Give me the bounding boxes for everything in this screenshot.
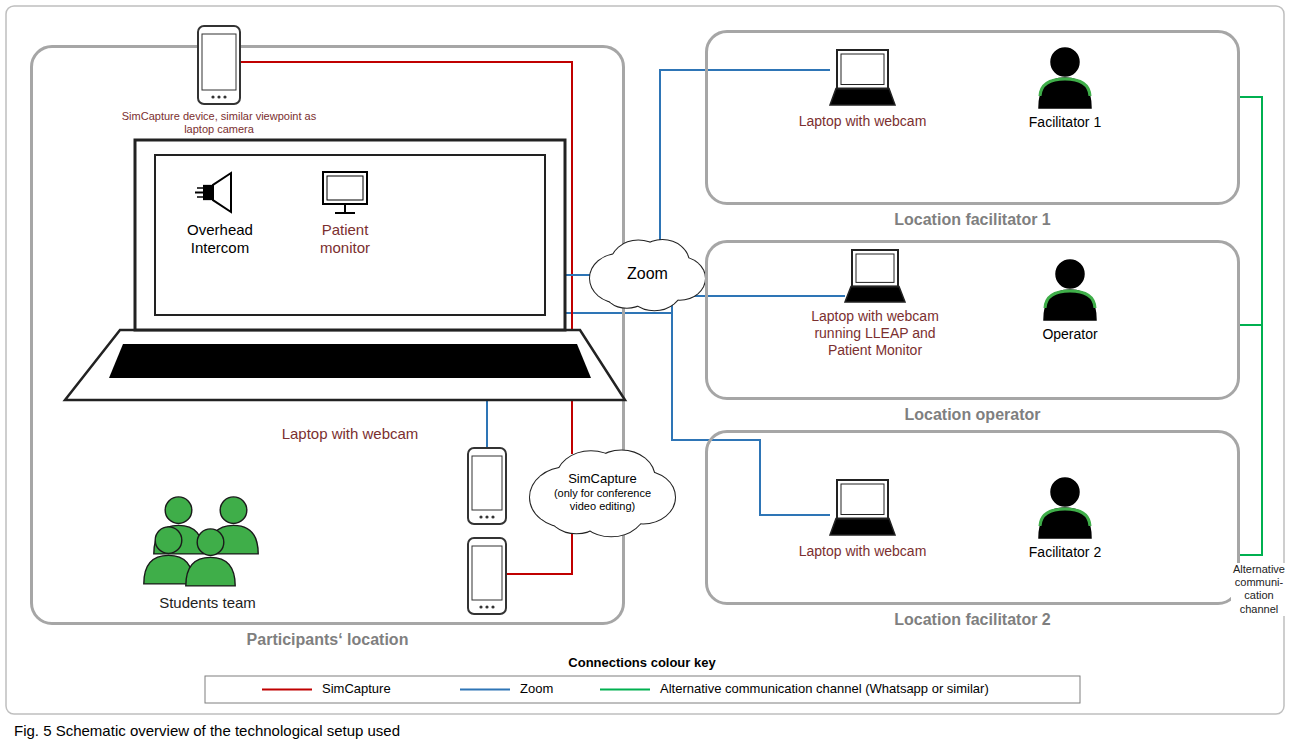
legend-text: Alternative communication channel (Whats… (660, 681, 989, 697)
cloud-service: SimCapture(only for conference video edi… (530, 448, 675, 536)
person-icon: Facilitator 1 (1035, 46, 1095, 108)
caption-holder: Fig. 5 Schematic overview of the technol… (14, 722, 400, 740)
legend-frame (205, 676, 1080, 703)
edge-label-holder: Alternative communi- cation channel (1231, 563, 1287, 616)
text-holder: SimCapture device, similar viewpoint as … (114, 110, 324, 136)
connector (672, 296, 830, 515)
node-label: Students team (128, 594, 288, 612)
legend-entry: Zoom (520, 681, 553, 697)
intercom-icon: Overhead Intercom (195, 170, 245, 215)
connector (1240, 325, 1262, 555)
team-icon-graphic (140, 495, 275, 590)
location-heading: Location operator (705, 405, 1240, 424)
node-label: Laptop with webcam running LLEAP and Pat… (795, 308, 955, 358)
phone-icon (468, 538, 506, 614)
simcapture-wire (506, 534, 572, 574)
laptop-device: Laptop with webcam (830, 480, 895, 535)
node-label: Overhead Intercom (175, 221, 265, 257)
person-icon: Facilitator 2 (1035, 476, 1095, 538)
figure-frame (6, 6, 1284, 714)
legend-title: Connections colour key (442, 655, 842, 671)
text-holder: Location facilitator 1 (705, 210, 1240, 229)
node-label: Laptop with webcam (230, 425, 470, 443)
connector (1240, 97, 1262, 325)
cloud-service: Zoom (590, 238, 705, 310)
location-box: Laptop with webcamFacilitator 1Location … (705, 30, 1240, 205)
phone-device: SimCapture device, similar viewpoint as … (198, 26, 240, 104)
node-label: (only for conference video editing) (544, 487, 662, 513)
phone-icon (468, 448, 506, 524)
text-holder: Laptop with webcam (778, 113, 948, 130)
location-box: SimCapture device, similar viewpoint as … (30, 45, 625, 625)
legend-swatch (600, 689, 650, 691)
text-holder: Laptop with webcam (230, 425, 470, 443)
laptop-device-graphic (830, 480, 895, 535)
text-holder: Zoom (590, 238, 705, 310)
node-label: Operator (1010, 326, 1130, 343)
text-holder: Facilitator 1 (1005, 114, 1125, 131)
text-holder: Laptop with webcam running LLEAP and Pat… (795, 308, 955, 358)
laptop-device: Laptop with webcam running LLEAP and Pat… (845, 250, 905, 302)
node-label: Zoom (627, 264, 668, 283)
monitor-icon-graphic (320, 170, 370, 215)
node-label: Facilitator 2 (1005, 544, 1125, 561)
phone-device-graphic (198, 26, 240, 104)
monitor-icon: Patient monitor (320, 170, 370, 215)
person-icon-graphic (1040, 258, 1100, 320)
text-holder: Students team (128, 594, 288, 612)
intercom-icon-graphic (195, 170, 245, 215)
legend-title-holder: Connections colour key (442, 655, 842, 671)
node-label: Patient monitor (305, 221, 385, 257)
person-icon-graphic (1035, 46, 1095, 108)
laptop-device: Laptop with webcam (830, 50, 895, 105)
legend-text: SimCapture (322, 681, 391, 697)
figure-caption: Fig. 5 Schematic overview of the technol… (14, 722, 400, 740)
text-holder: Laptop with webcam (778, 543, 948, 560)
legend-swatch (460, 689, 510, 691)
connector (672, 295, 845, 297)
connector (660, 70, 830, 248)
node-label: SimCapture (568, 471, 637, 487)
node-label: Laptop with webcam (778, 113, 948, 130)
laptop-device-graphic (845, 250, 905, 302)
legend-entry: SimCapture (322, 681, 391, 697)
laptop-device: Overhead IntercomPatient monitorLaptop w… (135, 140, 565, 330)
person-icon: Operator (1040, 258, 1100, 320)
laptop-device-graphic (830, 50, 895, 105)
location-heading: Location facilitator 2 (705, 610, 1240, 629)
text-holder: Overhead Intercom (175, 221, 265, 257)
text-holder: Participants‘ location (30, 630, 625, 649)
text-holder: Operator (1010, 326, 1130, 343)
connector-label: Alternative communi- cation channel (1231, 563, 1287, 616)
node-label: SimCapture device, similar viewpoint as … (114, 110, 324, 136)
text-holder: Patient monitor (305, 221, 385, 257)
text-holder: SimCapture(only for conference video edi… (530, 448, 675, 536)
node-label: Laptop with webcam (778, 543, 948, 560)
text-holder: Facilitator 2 (1005, 544, 1125, 561)
text-holder: Location operator (705, 405, 1240, 424)
person-icon-graphic (1035, 476, 1095, 538)
node-label: Facilitator 1 (1005, 114, 1125, 131)
legend-swatch (262, 689, 312, 691)
legend-entry: Alternative communication channel (Whats… (660, 681, 989, 697)
legend-text: Zoom (520, 681, 553, 697)
location-box: Laptop with webcamFacilitator 2Location … (705, 430, 1240, 605)
text-holder: Location facilitator 2 (705, 610, 1240, 629)
location-heading: Participants‘ location (30, 630, 625, 649)
location-heading: Location facilitator 1 (705, 210, 1240, 229)
location-box: Laptop with webcam running LLEAP and Pat… (705, 240, 1240, 400)
team-icon: Students team (140, 495, 275, 590)
